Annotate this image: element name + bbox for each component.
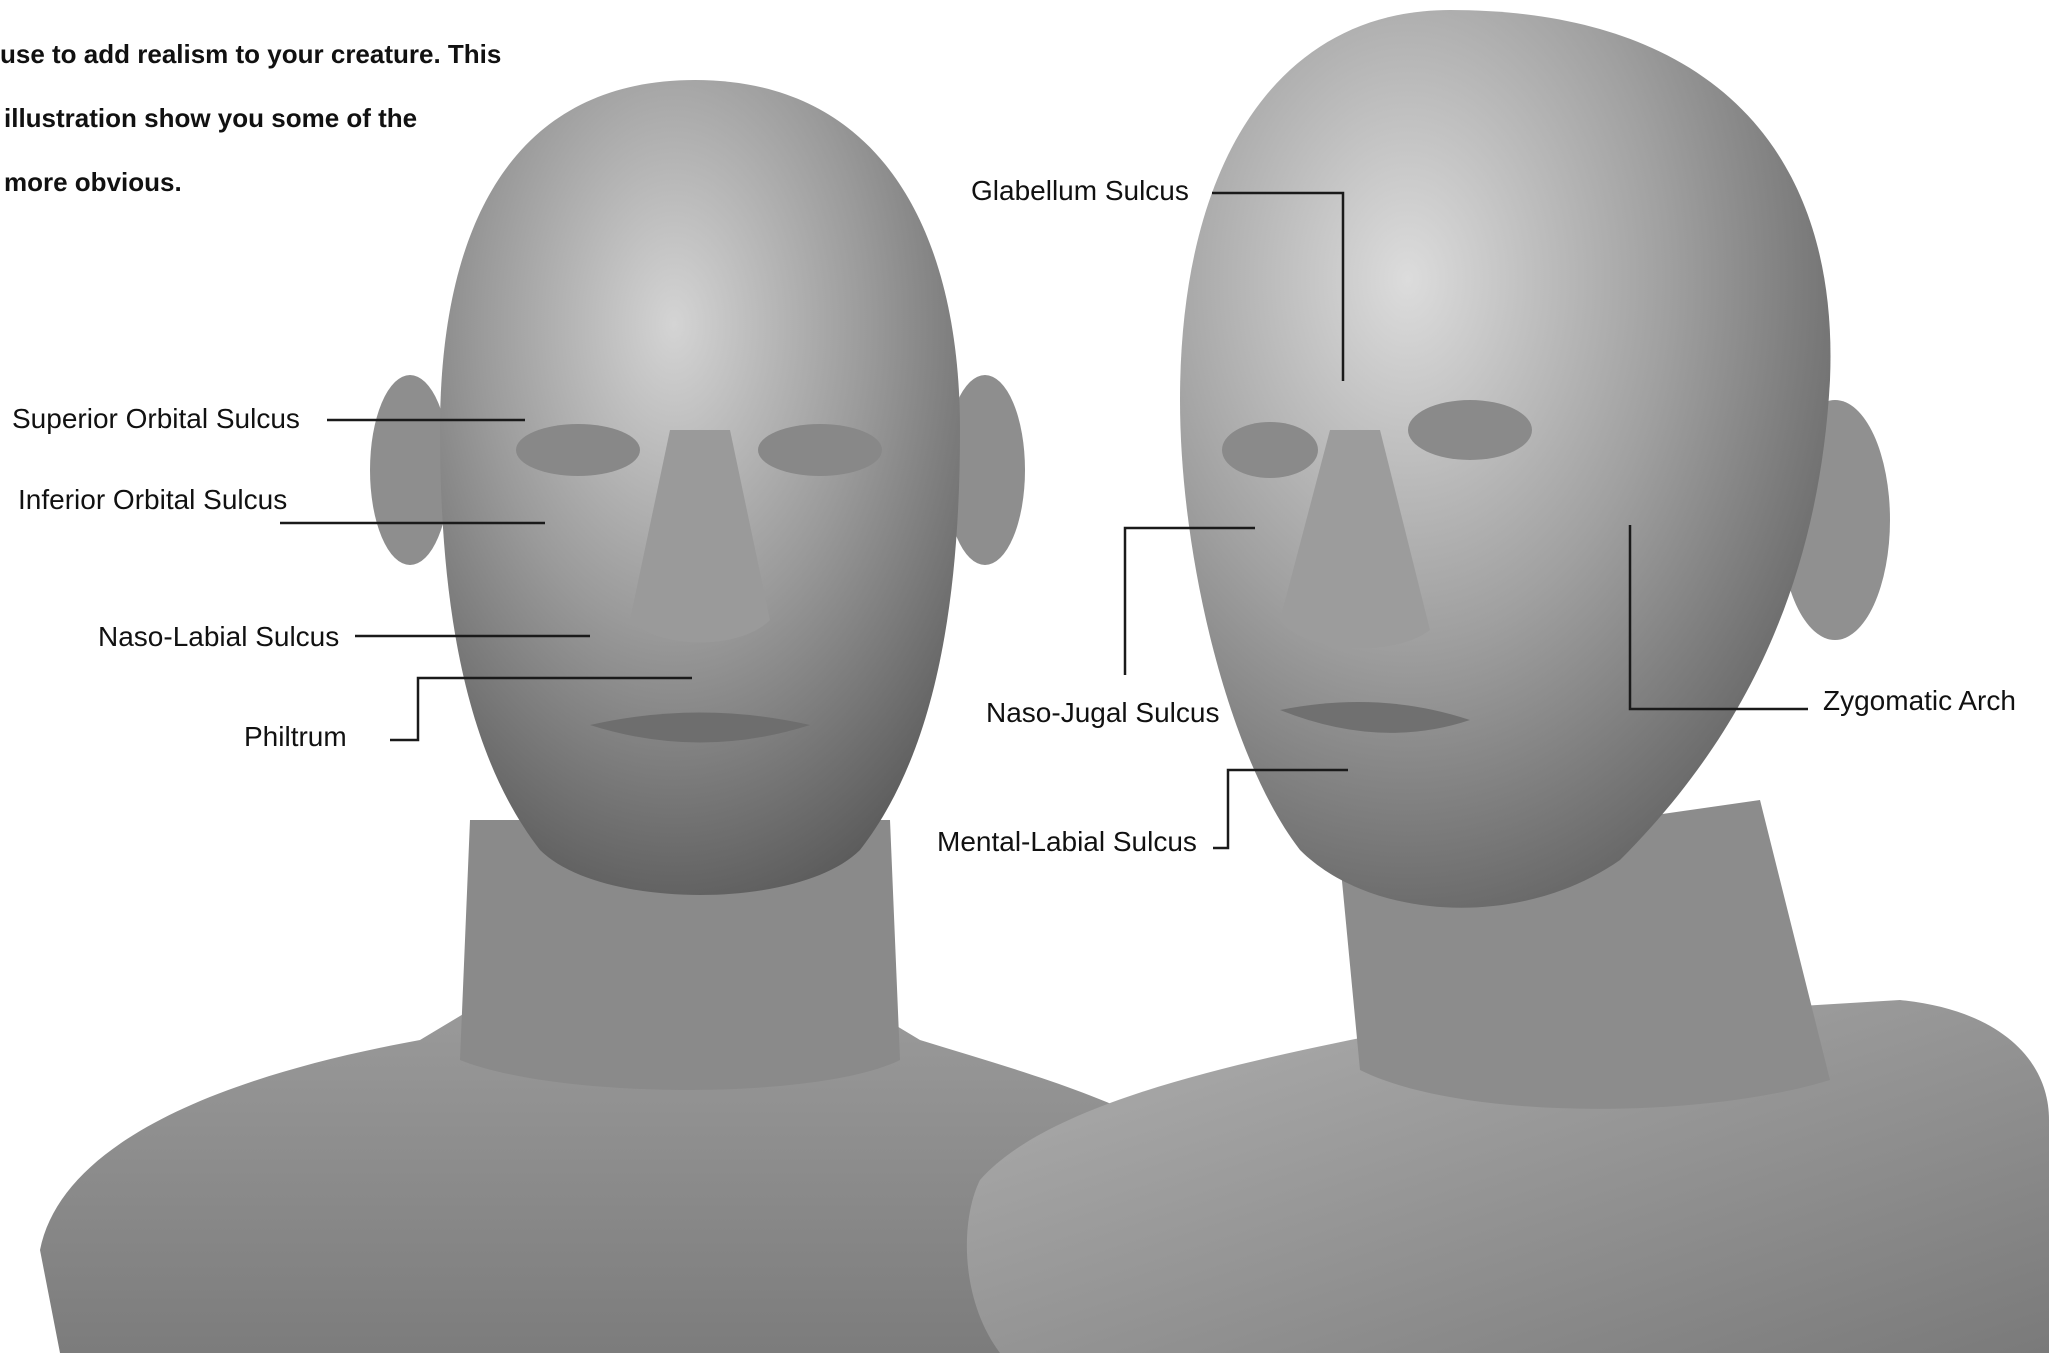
label-mental-labial-sulcus: Mental-Labial Sulcus [937, 826, 1197, 858]
three-quarter-bust [967, 10, 2049, 1353]
label-glabellum-sulcus: Glabellum Sulcus [971, 175, 1189, 207]
intro-line-2: illustration show you some of the [0, 102, 600, 134]
label-superior-orbital-sulcus: Superior Orbital Sulcus [12, 403, 300, 435]
label-naso-jugal-sulcus: Naso-Jugal Sulcus [986, 697, 1219, 729]
intro-line-3: more obvious. [0, 166, 600, 198]
label-zygomatic-arch: Zygomatic Arch [1823, 685, 2016, 717]
intro-text: use to add realism to your creature. Thi… [0, 6, 600, 230]
tq-eye-left [1222, 422, 1318, 478]
front-eye-right [758, 424, 882, 476]
label-inferior-orbital-sulcus: Inferior Orbital Sulcus [18, 484, 287, 516]
label-naso-labial-sulcus: Naso-Labial Sulcus [98, 621, 339, 653]
intro-line-1: use to add realism to your creature. Thi… [0, 38, 600, 70]
front-ear-left [370, 375, 450, 565]
label-philtrum: Philtrum [244, 721, 347, 753]
tq-eye-right [1408, 400, 1532, 460]
front-eye-left [516, 424, 640, 476]
